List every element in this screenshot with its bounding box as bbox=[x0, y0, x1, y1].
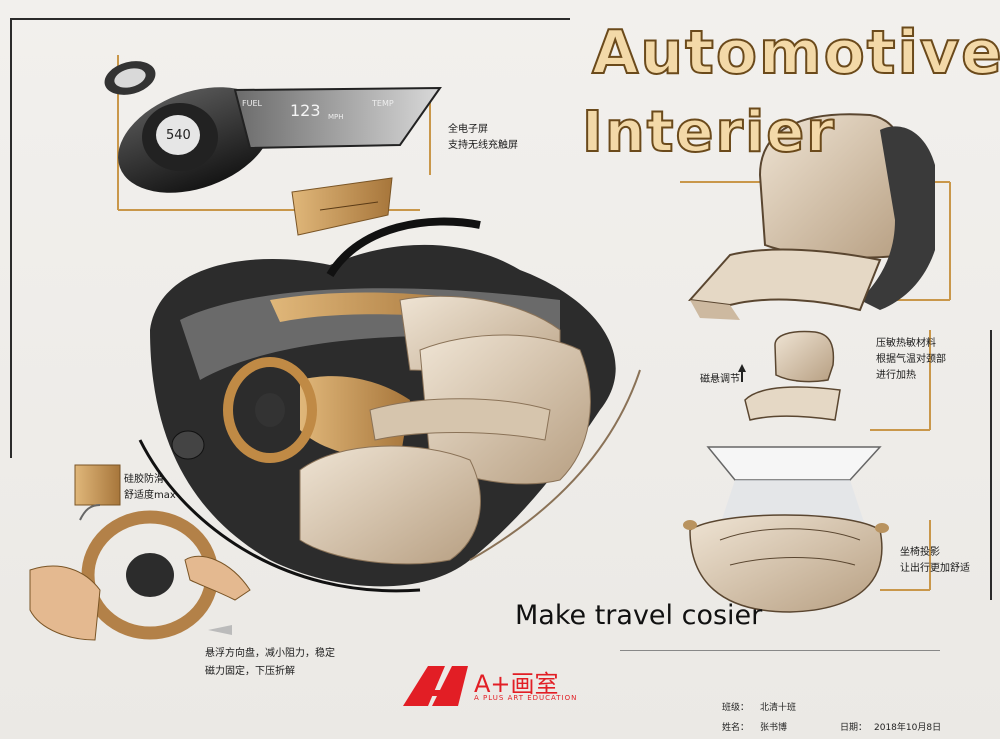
frame-left-line bbox=[10, 18, 12, 458]
frame-bottom-line bbox=[620, 650, 940, 651]
big-seat-sketch bbox=[687, 113, 935, 320]
slogan-text: Make travel cosier bbox=[515, 600, 763, 631]
seat-note-1: 压敏热敏材料 bbox=[876, 338, 936, 349]
seat-note-3: 进行加热 bbox=[876, 370, 916, 381]
speed-unit: MPH bbox=[328, 113, 344, 121]
magnetic-adjust-note: 磁悬调节 bbox=[700, 374, 740, 385]
wheel-note-1: 悬浮方向盘，减小阻力，稳定 bbox=[205, 648, 335, 659]
gauge-value: 540 bbox=[166, 128, 191, 143]
logo-chinese-text: A+画室 bbox=[474, 670, 559, 698]
gauge-pod bbox=[104, 61, 442, 193]
poster-title-line-1: Automotive bbox=[591, 17, 1000, 89]
steering-wheel-hands-sketch bbox=[29, 464, 251, 641]
poster-title-line-2: Interier bbox=[581, 99, 836, 166]
car-interior-sketch bbox=[138, 217, 641, 593]
class-value: 北清十班 bbox=[760, 703, 797, 713]
projection-note-2: 让出行更加舒适 bbox=[900, 563, 970, 574]
name-value: 张书博 bbox=[760, 723, 788, 733]
temp-label: TEMP bbox=[372, 99, 394, 108]
projection-seat-sketch bbox=[683, 446, 889, 613]
class-label: 班级： bbox=[722, 703, 750, 713]
date-label: 日期： bbox=[840, 723, 868, 733]
headrest-sketch bbox=[738, 330, 841, 421]
wheel-note-2: 磁力固定，下压折解 bbox=[205, 666, 295, 677]
screen-note-1: 全电子屏 bbox=[448, 124, 488, 135]
grip-note-2: 舒适度max bbox=[124, 490, 176, 501]
grip-note-1: 硅胶防滑 bbox=[124, 474, 164, 485]
date-value: 2018年10月8日 bbox=[874, 723, 942, 733]
logo-english-text: A PLUS ART EDUCATION bbox=[474, 694, 578, 702]
seat-note-2: 根据气温对颈部 bbox=[876, 354, 946, 365]
name-label: 姓名： bbox=[722, 723, 750, 733]
projection-note-1: 坐椅投影 bbox=[900, 547, 940, 558]
screen-note-2: 支持无线充触屏 bbox=[448, 140, 518, 151]
wood-panel bbox=[291, 177, 393, 236]
logo-mark-icon bbox=[403, 666, 468, 706]
frame-right-line bbox=[990, 330, 992, 600]
speed-value: 123 bbox=[290, 101, 321, 120]
frame-top-line bbox=[10, 18, 570, 20]
fuel-label: FUEL bbox=[242, 99, 262, 108]
